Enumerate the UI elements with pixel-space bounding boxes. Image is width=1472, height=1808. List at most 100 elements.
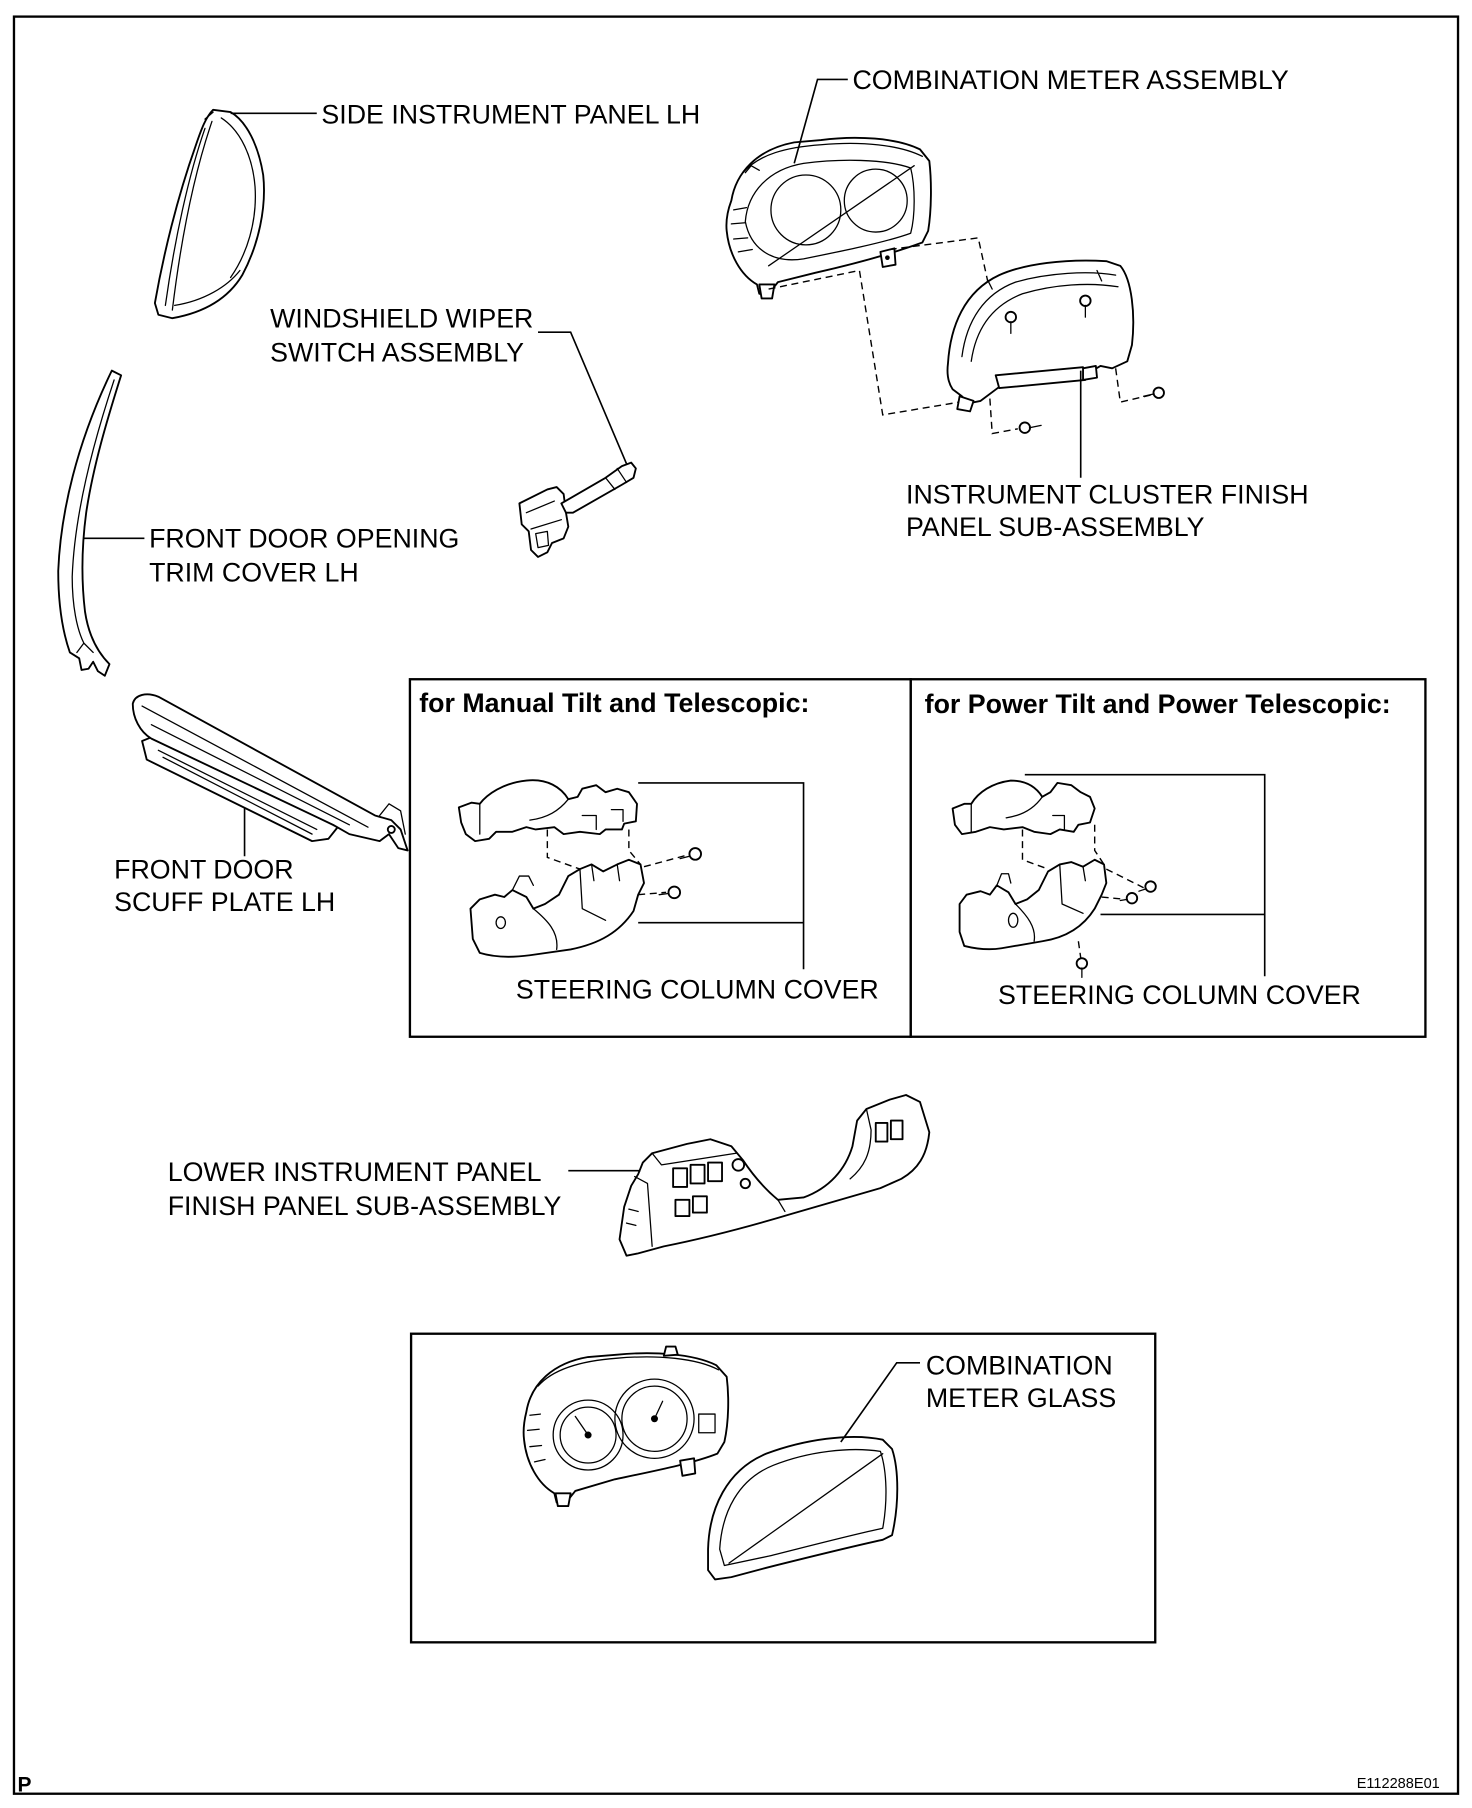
power-screw-dashed-line-2 [1101,896,1126,901]
power-upper-cover-details [970,796,1066,833]
manual-column-cover-label: STEERING COLUMN COVER [516,974,879,1004]
meter-glass-label-line1: COMBINATION [926,1350,1113,1380]
power-column-cover-label: STEERING COLUMN COVER [998,980,1361,1010]
combination-meter-label: COMBINATION METER ASSEMBLY [852,65,1288,95]
screw-shank [658,892,670,896]
screw-shank [1028,424,1042,429]
door-opening-trim-label-line2: TRIM COVER LH [149,557,359,587]
screw-head [1075,957,1089,970]
door-opening-trim-inner-line [71,379,115,654]
meter-right-tab [679,1457,697,1477]
screw-shank [1119,898,1128,902]
lower-panel-knob-2 [739,1177,751,1190]
scuff-plate-label-line1: FRONT DOOR [114,854,293,884]
instrument-cluster-finish-label-line2: PANEL SUB-ASSEMBLY [906,512,1205,542]
meter-without-glass-part [522,1345,730,1508]
power-screw-upper [1138,880,1157,893]
finish-panel-inner-rim [961,269,1119,362]
panel-screw-dashed-line-2 [1114,368,1151,403]
meter-left-needle [574,1415,589,1436]
meter-left-hub [584,1431,592,1439]
meter-left-dial-outer [552,1399,624,1471]
manual-cover-dashed-line-1 [546,829,581,870]
combination-meter-body [725,136,932,295]
instrument-cluster-finish-label-line1: INSTRUMENT CLUSTER FINISH [906,479,1309,509]
manual-screw-upper [679,847,702,861]
manual-lower-column-cover [469,858,645,958]
combination-meter-right-dial [843,168,908,233]
screw-head [1152,386,1165,399]
power-tilt-variant-box: for Power Tilt and Power Telescopic: STE… [909,678,1427,1038]
screw-shank [1142,393,1155,397]
meter-left-dial-inner [559,1406,617,1464]
manual-lower-cover-hole [495,916,507,930]
manual-upper-cover-details [479,798,624,835]
wiper-switch-leader [538,331,628,465]
side-instrument-panel-details [164,111,256,311]
power-cover-dashed-line-2 [1093,824,1105,865]
manual-cover-dashed-line-2 [628,829,642,865]
power-tilt-box-frame [909,678,1427,1038]
manual-lower-cover-details [511,863,621,951]
combination-meter-glare-line [767,165,915,267]
scuff-plate-hole [386,825,396,834]
power-lower-cover-details [996,863,1087,942]
meter-right-dial-inner [621,1385,688,1452]
meter-right-dial-outer [614,1378,695,1459]
scuff-plate-label-line2: SCUFF PLATE LH [114,887,335,917]
door-opening-trim-outline [57,369,123,677]
view-marker: P [17,1773,31,1796]
instrument-cluster-finish-panel-part [946,259,1135,413]
combination-meter-left-dial [770,174,842,246]
meter-glass-inner-rim [719,1448,887,1567]
manual-tilt-variant-box: for Manual Tilt and Telescopic: STEERING… [408,678,912,1038]
power-lower-column-cover [958,858,1108,951]
lower-panel-switch-3 [707,1161,723,1183]
lower-panel-switch-5 [691,1195,708,1214]
meter-glass-box-frame [409,1332,1157,1644]
screw-head [1079,294,1092,307]
lower-panel-label-line1: LOWER INSTRUMENT PANEL [168,1157,542,1187]
meter-glass-leader [840,1362,920,1443]
power-screw-dashed-line-3 [1077,941,1082,958]
meter-bottom-tab [554,1492,572,1508]
power-screw-bottom [1075,957,1089,979]
finish-panel-screw-right [1079,294,1092,318]
combination-meter-rim [742,142,923,261]
manual-column-cover-bracket [638,782,805,970]
figure-code: E112288E01 [1357,1776,1440,1792]
screw-head [1144,880,1157,893]
meter-glass-label-line2: METER GLASS [926,1383,1116,1413]
manual-tilt-heading: for Manual Tilt and Telescopic: [419,688,809,718]
finish-panel-left-tab [956,395,975,413]
power-screw-dashed-line-1 [1106,868,1144,889]
power-upper-column-cover [951,779,1096,836]
screw-head [1004,310,1018,324]
power-column-cover-bracket [1024,773,1266,977]
power-screw-lower [1119,892,1139,905]
lower-panel-right-switch-1 [874,1122,889,1143]
door-opening-trim-label-line1: FRONT DOOR OPENING [149,524,459,554]
wiper-switch-body [518,486,570,558]
combination-meter-part [725,136,932,300]
screw-head [688,847,702,861]
lower-panel-switch-2 [689,1163,706,1185]
meter-to-panel-dashed-line-1 [768,269,960,416]
finish-panel-right-screw [1142,386,1165,399]
wiper-switch-details [525,467,628,549]
diagram-frame [12,15,1460,1795]
combination-meter-glass-part [707,1436,899,1581]
meter-body [522,1352,730,1504]
combination-meter-side-ribs [730,165,760,253]
side-instrument-panel-label: SIDE INSTRUMENT PANEL LH [321,100,700,130]
side-instrument-panel-part [153,108,265,320]
screw-head [1018,421,1031,434]
wiper-switch-label-line1: WINDSHIELD WIPER [270,304,533,334]
front-door-scuff-plate-part [131,693,409,852]
manual-upper-column-cover [457,779,638,843]
power-tilt-heading: for Power Tilt and Power Telescopic: [925,689,1391,719]
lower-panel-knob-1 [731,1158,746,1172]
front-door-opening-trim-part [57,369,123,677]
screw-head [1125,892,1139,905]
